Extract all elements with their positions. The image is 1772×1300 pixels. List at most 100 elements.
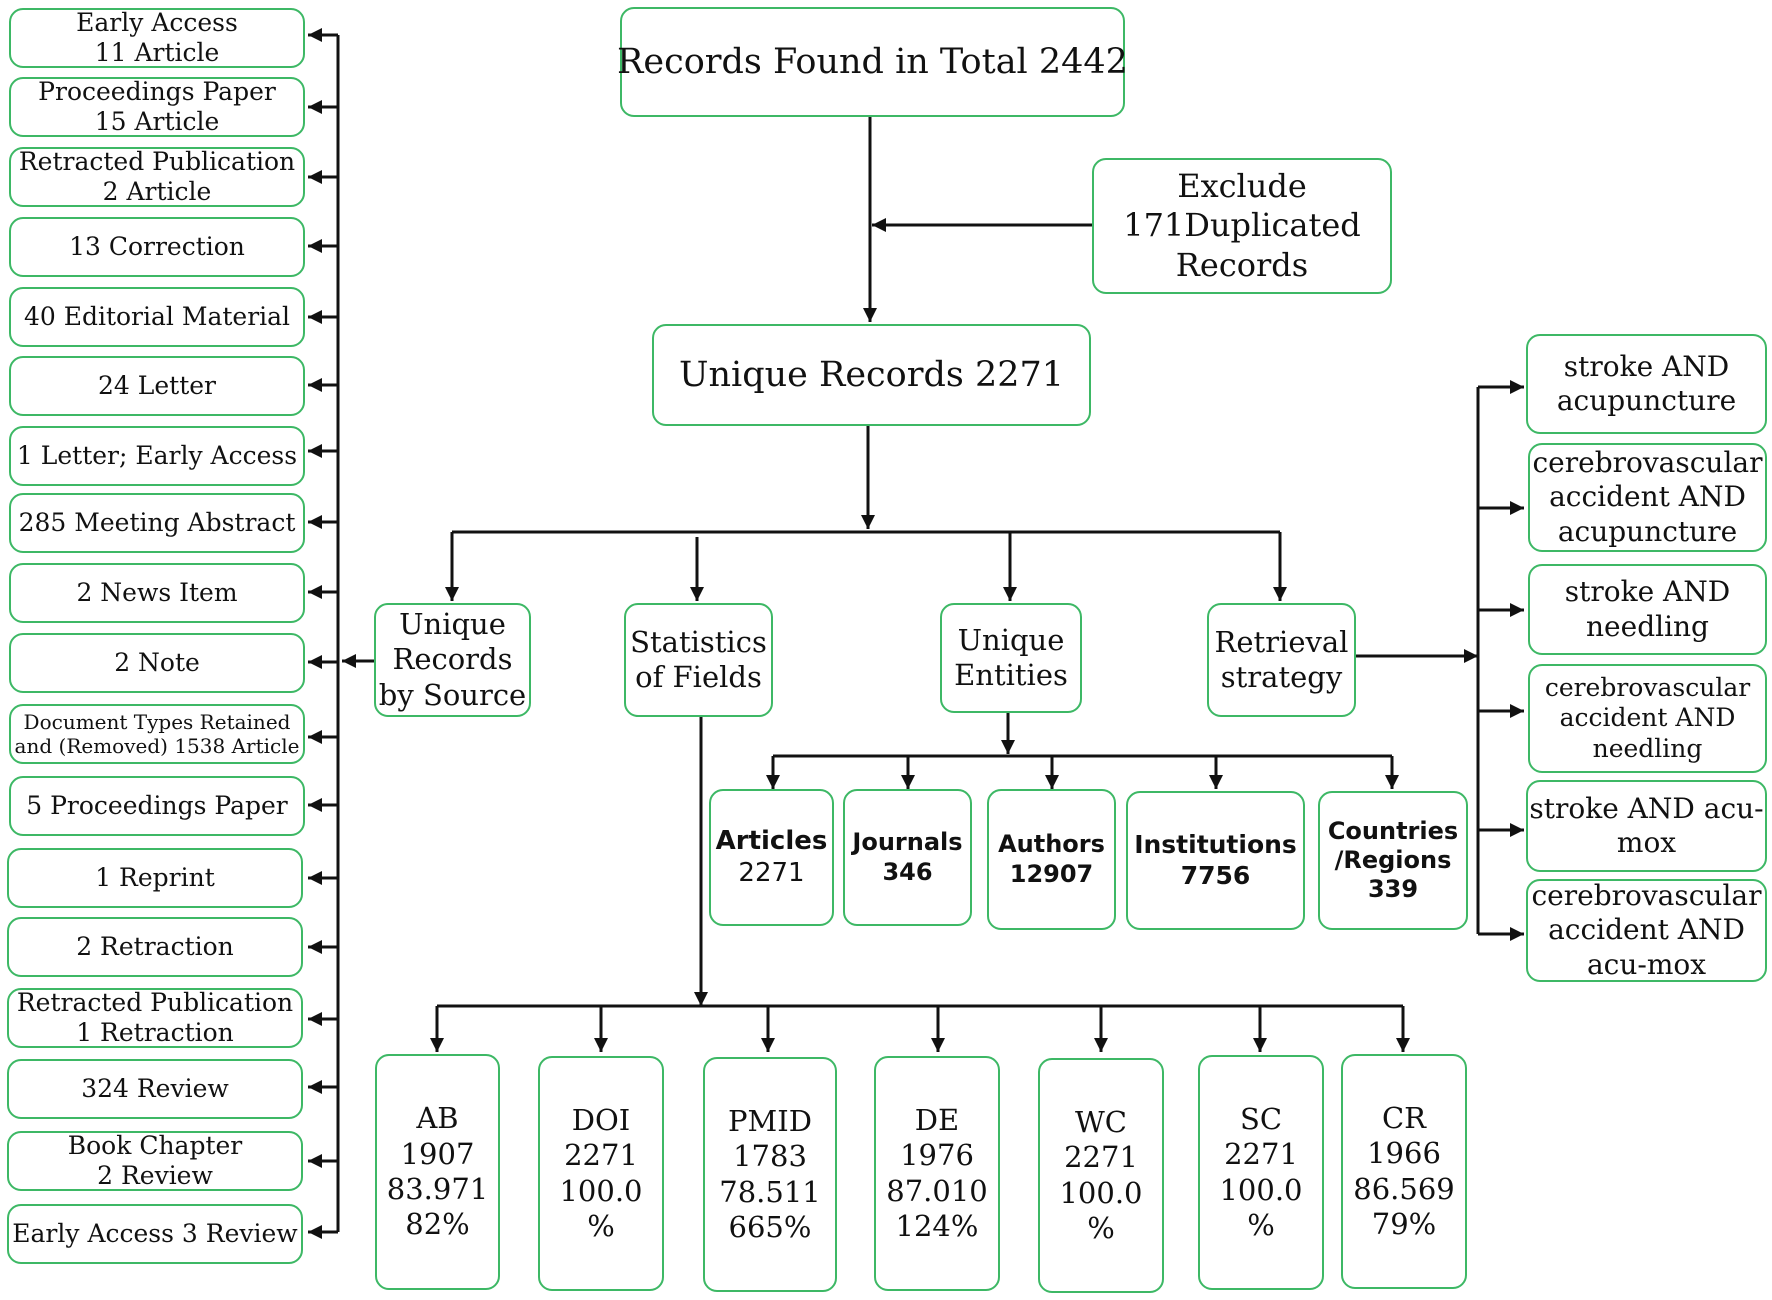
doc-type-line: 13 Correction [69,231,245,261]
arrowhead [690,587,704,601]
arrowhead [1003,587,1017,601]
doc-type-box: 1 Reprint [7,848,303,908]
query-line: cerebrovascular [1532,446,1763,480]
query-line: acupuncture [1557,514,1738,548]
arrowhead [901,775,915,789]
field-line: 1966 [1367,1136,1441,1171]
branch-line: strategy [1220,660,1343,694]
doc-type-line: 2 News Item [76,577,238,607]
entity-institutions-box: Institutions 7756 [1126,791,1305,930]
field-sc-box: SC 2271 100.0 % [1198,1055,1324,1290]
entity-articles-box: Articles 2271 [709,789,834,926]
field-line: 1907 [400,1136,475,1171]
field-line: 124% [895,1208,979,1243]
doc-type-line: Proceedings Paper [38,76,276,106]
field-line: 100.0 [559,1173,643,1208]
query-box: cerebrovascular accident AND needling [1528,664,1767,773]
field-line: DOI [571,1102,631,1137]
query-line: mox [1616,826,1677,859]
field-line: 100.0 [1059,1175,1143,1210]
doc-type-line: Early Access [76,7,238,37]
entity-label: /Regions [1334,845,1452,874]
field-wc-box: WC 2271 100.0 % [1038,1058,1164,1293]
field-de-box: DE 1976 87.010 124% [874,1056,1000,1291]
arrowhead [1510,823,1524,837]
arrowhead [445,587,459,601]
field-cr-box: CR 1966 86.569 79% [1341,1054,1467,1289]
doc-type-line: 40 Editorial Material [23,301,291,331]
exclude-line: 171Duplicated [1123,206,1361,245]
doc-type-line: Book Chapter [67,1130,243,1160]
arrowhead [308,28,322,42]
branch-line: Statistics [630,624,767,659]
doc-type-box: Document Types Retained and (Removed) 15… [9,704,305,764]
doc-type-line: 1 Reprint [95,862,215,892]
arrowhead [863,308,877,322]
arrowhead [308,871,322,885]
query-line: acu-mox [1586,947,1707,981]
field-line: 100.0 [1219,1172,1303,1207]
arrowhead [308,378,322,392]
branch-line: Unique [399,606,506,641]
query-box: cerebrovascular accident AND acu-mox [1526,879,1767,982]
doc-type-box: Retracted Publication 1 Retraction [7,988,303,1048]
branch-line: by Source [378,677,527,712]
doc-type-line: 1 Letter; Early Access [16,440,298,470]
doc-type-box: 2 Retraction [7,917,303,977]
doc-type-box: 1 Letter; Early Access [9,426,305,486]
query-line: accident AND [1549,480,1746,514]
query-box: stroke AND needling [1528,564,1767,655]
arrowhead [1510,704,1524,718]
field-line: 1976 [900,1138,974,1173]
doc-type-line: Early Access 3 Review [12,1218,298,1248]
arrowhead [861,515,875,529]
entity-value: 339 [1367,875,1419,904]
field-line: 86.569 [1353,1171,1455,1206]
field-line: 83.971 [386,1172,489,1206]
doc-type-box: 5 Proceedings Paper [9,776,305,836]
arrowhead [1253,1038,1267,1052]
doc-type-line: 5 Proceedings Paper [26,790,288,820]
arrowhead [1464,649,1478,663]
field-line: CR [1381,1100,1427,1135]
entity-label: Journals [852,828,963,857]
unique-records-label: Unique Records 2271 [678,354,1065,395]
arrowhead [1094,1038,1108,1052]
doc-type-line: Retracted Publication [18,146,296,176]
field-line: % [1247,1207,1275,1242]
query-box: stroke AND acupuncture [1526,334,1767,434]
arrowhead [308,515,322,529]
doc-type-line: and (Removed) 1538 Article [14,734,300,758]
entity-label: Countries [1327,816,1459,845]
doc-type-line: Document Types Retained [23,709,291,734]
arrowhead [694,992,708,1006]
query-line: needling [1592,733,1703,763]
field-line: 2271 [1064,1140,1138,1175]
doc-type-line: Retracted Publication [16,987,294,1017]
arrowhead [308,1012,322,1026]
arrowhead [308,239,322,253]
branch-line: Unique [957,622,1065,657]
statistics-of-fields-box: Statistics of Fields [624,603,773,717]
arrowhead [308,310,322,324]
exclude-line: Exclude [1177,167,1307,206]
field-line: WC [1075,1104,1127,1139]
doc-type-line: 2 Article [102,177,212,206]
arrowhead [308,100,322,114]
entity-value: 346 [882,857,933,886]
arrowhead [342,654,356,668]
arrowhead [308,655,322,669]
arrowhead [308,1080,322,1094]
unique-records-box: Unique Records 2271 [652,324,1091,426]
field-line: PMID [728,1103,812,1138]
arrowhead [766,775,780,789]
arrowhead [1273,587,1287,601]
branch-line: Retrieval [1214,624,1349,659]
branch-line: Entities [954,658,1068,692]
query-line: stroke AND acu- [1529,791,1764,825]
field-line: 87.010 [886,1173,988,1208]
field-line: 82% [405,1207,470,1242]
unique-records-by-source-box: Unique Records by Source [374,603,531,717]
total-records-label: Records Found in Total 2442 [617,41,1128,82]
doc-type-box: 285 Meeting Abstract [9,493,305,553]
